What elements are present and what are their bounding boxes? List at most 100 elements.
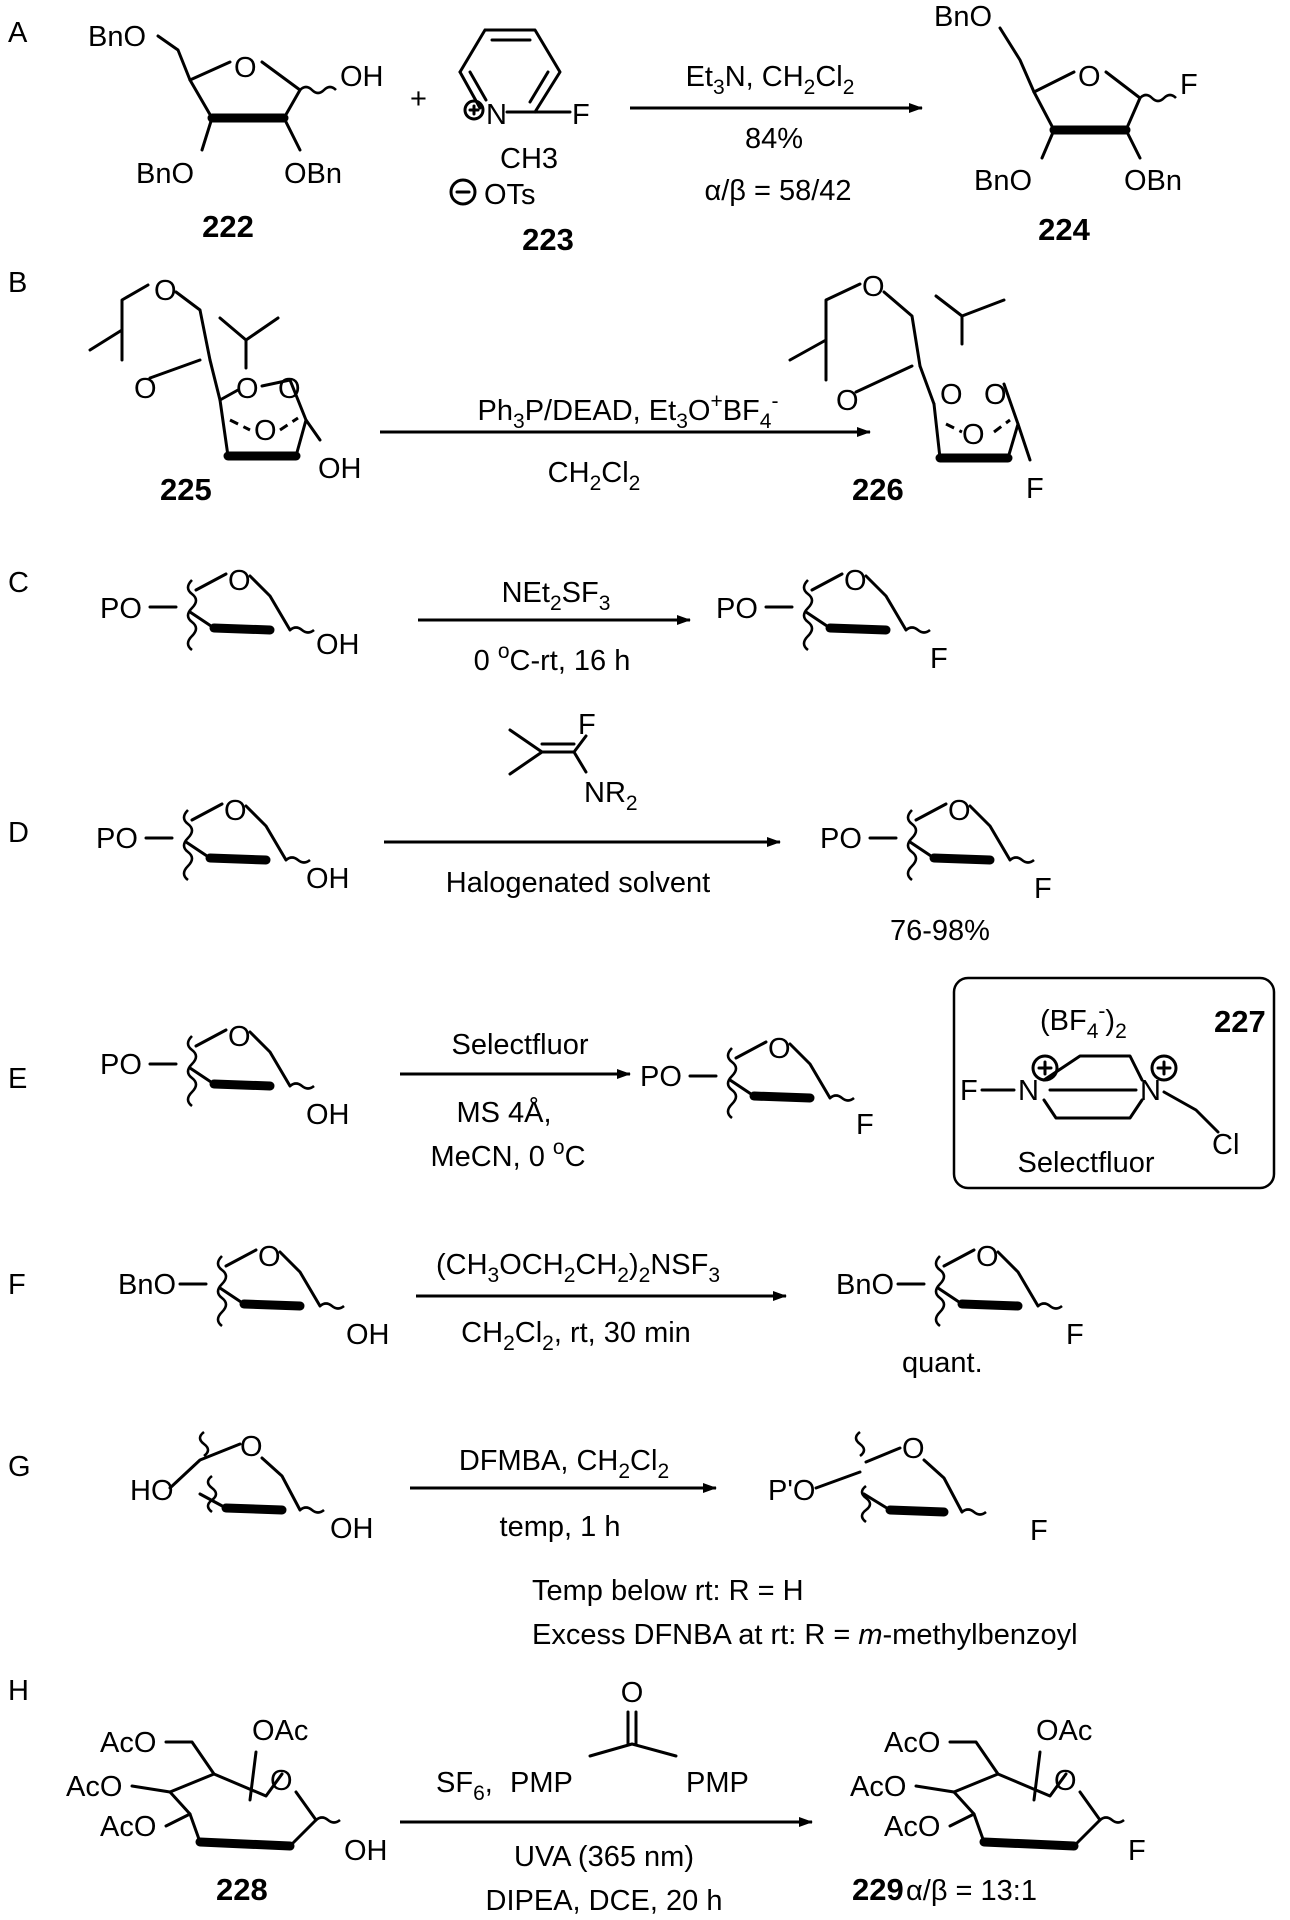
conditions-a-ratio: α/β = 58/42 — [704, 175, 851, 207]
atom-f: F — [1180, 69, 1198, 101]
compound-id: 227 — [1214, 1004, 1266, 1039]
atom-o: O — [258, 1241, 281, 1273]
atom-o: O — [1078, 61, 1101, 93]
atom-po: PO — [96, 823, 138, 855]
conditions-e-bottom: MeCN, 0 oC — [430, 1136, 585, 1173]
compound-222: BnO O OH BnO OBn 222 — [88, 21, 384, 244]
sugar-sm-e: PO O OH — [100, 1021, 350, 1131]
atom-o: O — [621, 1677, 644, 1709]
atom-bno: BnO — [118, 1269, 176, 1301]
atom-o: O — [236, 373, 259, 405]
atom-f: F — [930, 643, 948, 675]
atom-n: N — [1018, 1075, 1039, 1107]
conditions-a-top: Et3N, CH2Cl2 — [686, 61, 855, 99]
atom-f: F — [1034, 873, 1052, 905]
atom-f: F — [1026, 473, 1044, 505]
atom-oh: OH — [318, 453, 362, 485]
atom-oh: OH — [344, 1835, 388, 1867]
compound-id: 226 — [852, 472, 904, 507]
atom-oh: OH — [346, 1319, 390, 1351]
atom-cl: Cl — [1212, 1129, 1239, 1161]
atom-o: O — [224, 795, 247, 827]
conditions-h-sf6: SF6, — [436, 1767, 493, 1805]
pmp-label: PMP — [686, 1767, 749, 1799]
panel-label-a: A — [8, 17, 28, 49]
atom-f: F — [578, 709, 596, 741]
atom-o: O — [844, 565, 867, 597]
reagent-box — [952, 976, 1276, 1190]
atom-oh: OH — [316, 629, 360, 661]
atom-bno: BnO — [836, 1269, 894, 1301]
atom-aco: AcO — [100, 1811, 156, 1843]
atom-f: F — [960, 1075, 978, 1107]
atom-o: O — [270, 1765, 293, 1797]
conditions-e-mid: MS 4Å, — [456, 1096, 551, 1129]
panel-label-h: H — [8, 1675, 29, 1707]
atom-n: N — [1140, 1075, 1161, 1107]
conditions-d-bottom: Halogenated solvent — [446, 867, 710, 899]
compound-223: N F CH3 OTs 223 — [449, 28, 590, 257]
atom-oh: OH — [330, 1513, 374, 1545]
conditions-g-top: DFMBA, CH2Cl2 — [459, 1445, 669, 1483]
conditions-g-bottom: temp, 1 h — [500, 1511, 621, 1543]
conditions-f-bottom: CH2Cl2, rt, 30 min — [461, 1317, 691, 1355]
conditions-h-dipea: DIPEA, DCE, 20 h — [486, 1885, 723, 1917]
panel-a: A BnO O OH BnO OBn 222 + N — [8, 1, 1198, 257]
compound-id: 223 — [522, 222, 574, 257]
sugar-sm-g: HO O OH — [130, 1430, 374, 1545]
atom-oh: OH — [340, 61, 384, 93]
conditions-h-uva: UVA (365 nm) — [514, 1841, 694, 1873]
atom-o: O — [228, 565, 251, 597]
panel-e: E PO O OH Selectfluor MS 4Å, MeCN, 0 oC … — [8, 976, 1276, 1190]
atom-n: N — [486, 99, 507, 131]
atom-oh: OH — [306, 863, 350, 895]
panel-g: G HO O OH DFMBA, CH2Cl2 temp, 1 h P'O O — [8, 1430, 1078, 1651]
atom-ho: HO — [130, 1475, 174, 1507]
atom-obn: BnO — [136, 158, 194, 190]
atom-o: O — [948, 795, 971, 827]
panel-label-g: G — [8, 1451, 31, 1483]
atom-o: O — [902, 1433, 925, 1465]
atom-obn: BnO — [934, 1, 992, 33]
pmp-label: PMP — [510, 1767, 573, 1799]
atom-o: O — [976, 1241, 999, 1273]
panel-label-b: B — [8, 267, 27, 299]
atom-o: O — [278, 373, 301, 405]
atom-nr2: NR2 — [584, 777, 638, 815]
sugar-prod-e: PO O F — [640, 1033, 874, 1141]
atom-o: O — [940, 379, 963, 411]
conditions-e-top: Selectfluor — [451, 1029, 588, 1061]
anomer-ratio: α/β = 13:1 — [906, 1875, 1037, 1907]
compound-226: O O O O O F 226 — [788, 271, 1044, 507]
atom-obn: BnO — [88, 21, 146, 53]
sugar-prod-f: BnO O F — [836, 1241, 1084, 1351]
panel-b: B O O O O O OH 225 Ph3P/DEAD, Et3O+BF4- … — [8, 267, 1044, 507]
atom-aco: AcO — [884, 1811, 940, 1843]
panel-f: F BnO O OH (CH3OCH2CH2)2NSF3 CH2Cl2, rt,… — [8, 1241, 1084, 1379]
atom-o: O — [836, 385, 859, 417]
compound-225: O O O O O OH 225 — [88, 275, 362, 507]
panel-d: D PO O OH F NR2 Halogenated solvent PO — [8, 709, 1052, 947]
plus-sign: + — [410, 83, 427, 115]
sugar-sm-d: PO O OH — [96, 795, 350, 895]
atom-ch3: CH3 — [500, 143, 558, 175]
counterion-label: (BF4-)2 — [1040, 1000, 1127, 1043]
atom-oac: OAc — [1036, 1715, 1092, 1747]
atom-f: F — [572, 99, 590, 131]
atom-po: PO — [820, 823, 862, 855]
atom-aco: AcO — [100, 1727, 156, 1759]
sugar-sm-f: BnO O OH — [118, 1241, 390, 1351]
atom-obn: OBn — [284, 158, 342, 190]
compound-224: BnO O F BnO OBn 224 — [934, 1, 1198, 247]
atom-po: PO — [716, 593, 758, 625]
atom-o: O — [254, 415, 277, 447]
atom-ots: OTs — [484, 179, 536, 211]
compound-228: AcO OAc AcO AcO O OH 228 — [66, 1715, 388, 1907]
atom-aco: AcO — [850, 1771, 906, 1803]
atom-oac: OAc — [252, 1715, 308, 1747]
atom-o: O — [154, 275, 177, 307]
atom-po: PO — [640, 1061, 682, 1093]
selectfluor-box: (BF4-)2 227 F N N Cl Selectfluor — [952, 976, 1276, 1190]
panel-label-c: C — [8, 567, 29, 599]
